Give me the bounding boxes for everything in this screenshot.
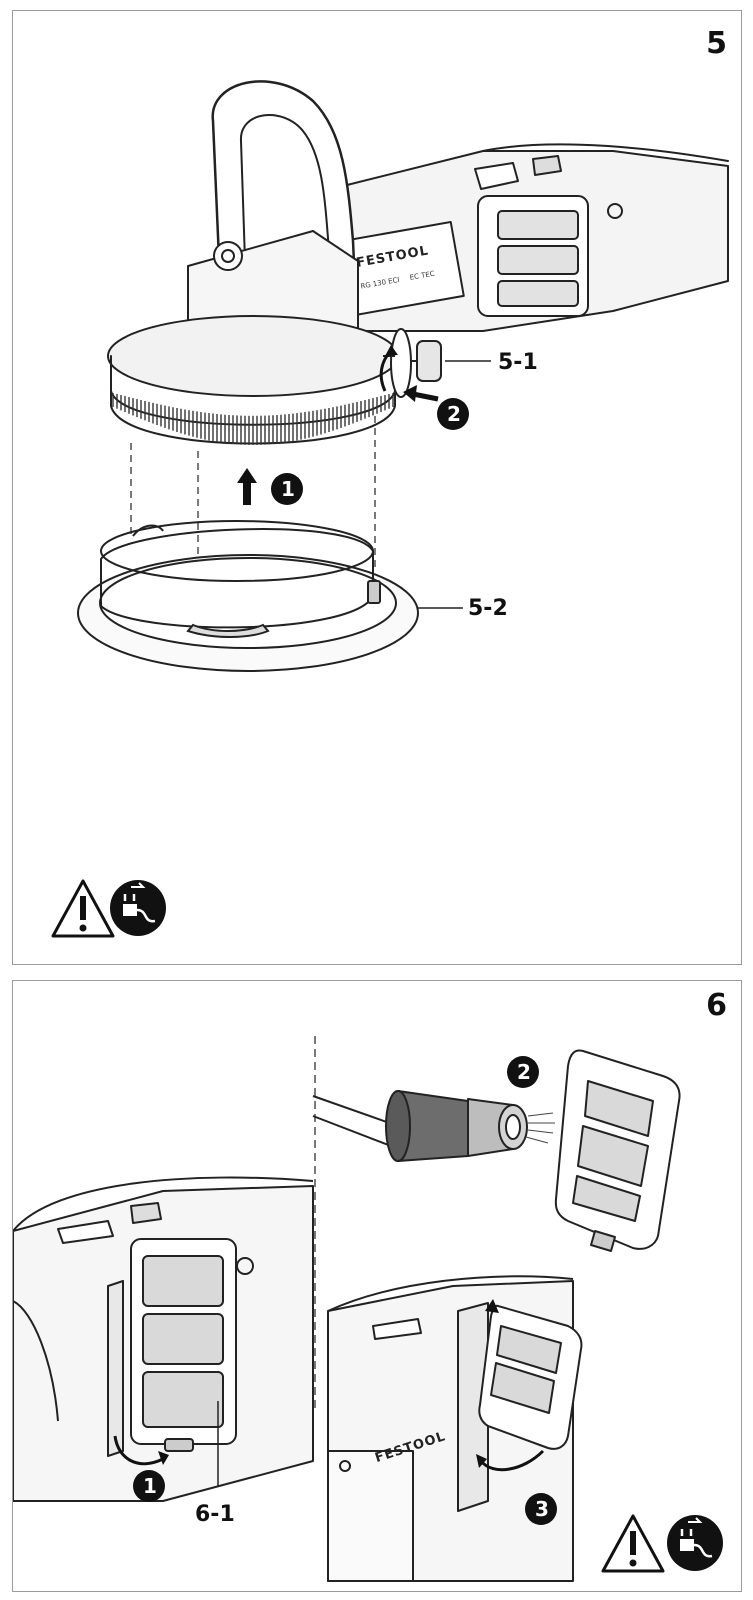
- step-number: 3: [535, 1497, 549, 1521]
- figure-5-illustration: 5-1 5-2 2 1 FESTOOL RG 130 ECI E: [51, 80, 729, 938]
- step-number: 2: [447, 402, 461, 426]
- figure-number: 5: [706, 26, 727, 61]
- unplug-power-icon: [110, 880, 166, 936]
- step-badge: [437, 398, 469, 430]
- step-badge: [525, 1493, 557, 1525]
- warning-triangle-icon: [51, 879, 115, 938]
- warning-triangle-icon: [601, 1514, 665, 1573]
- step-number: 2: [517, 1060, 531, 1084]
- step-number: 1: [143, 1474, 157, 1498]
- figure-number: 6: [706, 988, 727, 1023]
- callout-6-1: 6-1: [195, 1502, 235, 1527]
- figure-6-panel: 6 1 6-1: [12, 980, 742, 1592]
- unplug-power-icon: [667, 1515, 723, 1571]
- figure-6-illustration: 1 6-1 2: [13, 1036, 723, 1582]
- figure-5-panel: 5: [12, 10, 742, 965]
- callout-5-1: 5-1: [498, 350, 538, 375]
- step-badge: [271, 473, 303, 505]
- step-number: 1: [281, 477, 295, 501]
- step-badge: [507, 1056, 539, 1088]
- step-badge: [133, 1470, 165, 1502]
- callout-5-2: 5-2: [468, 596, 508, 621]
